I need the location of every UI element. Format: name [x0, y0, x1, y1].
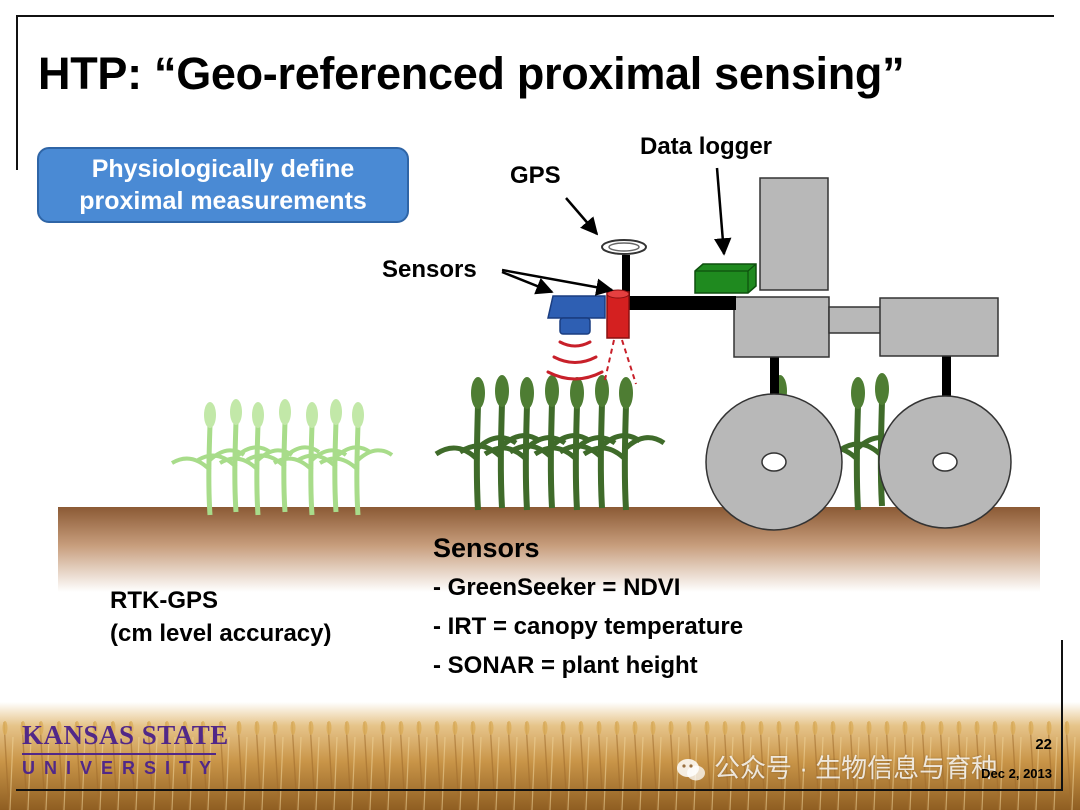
page-number: 22	[1035, 736, 1052, 753]
vehicle-wheel-left	[705, 393, 843, 531]
bottom-right-rule-vertical	[1061, 640, 1063, 790]
left-rule	[16, 15, 18, 170]
sensor-boom	[620, 296, 736, 310]
sensors-arrow-sonar	[501, 270, 554, 295]
light-crop-row	[172, 399, 392, 515]
data-logger-box	[694, 263, 757, 294]
soil-ground	[58, 507, 1040, 592]
sonar-waves-icon	[546, 340, 604, 381]
gps-mast	[622, 255, 630, 300]
sensors-label: Sensors	[382, 256, 477, 283]
callout-box: Physiologically define proximal measurem…	[37, 147, 409, 223]
rtk-line-2: (cm level accuracy)	[110, 620, 332, 647]
sensor-list-item: - SONAR = plant height	[433, 652, 698, 679]
wechat-icon	[677, 759, 705, 781]
sonar-sensor-icon	[547, 295, 606, 335]
ksu-logo-wordmark: KANSAS STATE	[22, 720, 229, 750]
callout-line-1: Physiologically define	[91, 155, 355, 183]
irt-sensor-icon	[606, 289, 630, 339]
ksu-logo-subtitle: UNIVERSITY	[22, 758, 221, 778]
slide-date: Dec 2, 2013	[981, 766, 1052, 781]
bottom-rule	[16, 789, 1063, 791]
wheat-field-banner	[0, 702, 1080, 810]
rtk-gps-note: RTK-GPS (cm level accuracy)	[110, 584, 331, 650]
irt-beam-icon	[603, 339, 637, 385]
vehicle-connector	[828, 306, 882, 334]
data-logger-arrow	[714, 167, 732, 256]
watermark-text: 公众号 · 生物信息与育种	[714, 753, 998, 783]
dark-crop-row	[436, 373, 920, 510]
label-arrows	[501, 167, 732, 296]
vehicle-body-left	[733, 296, 830, 358]
vehicle-wheel-right	[878, 395, 1012, 529]
vehicle-cab	[759, 177, 829, 291]
sensors-arrow-irt	[501, 268, 614, 296]
gps-label: GPS	[510, 162, 561, 189]
sensor-list-item: - GreenSeeker = NDVI	[433, 574, 681, 601]
ksu-logo: KANSAS STATE UNIVERSITY	[22, 720, 229, 779]
sensors-heading: Sensors	[433, 533, 540, 563]
sensor-list-item: - IRT = canopy temperature	[433, 613, 744, 640]
vehicle-body-right	[879, 297, 999, 357]
top-rule	[16, 15, 1054, 17]
rtk-line-1: RTK-GPS	[110, 587, 218, 614]
ksu-logo-rule	[22, 753, 216, 755]
data-logger-label: Data logger	[640, 133, 773, 160]
slide-title: HTP: “Geo-referenced proximal sensing”	[38, 48, 905, 99]
callout-line-2: proximal measurements	[79, 187, 367, 215]
watermark: 公众号 · 生物信息与育种	[676, 748, 997, 785]
gps-arrow	[565, 197, 599, 236]
gps-antenna-icon	[601, 239, 647, 255]
sensor-list: - GreenSeeker = NDVI - IRT = canopy temp…	[433, 572, 743, 689]
